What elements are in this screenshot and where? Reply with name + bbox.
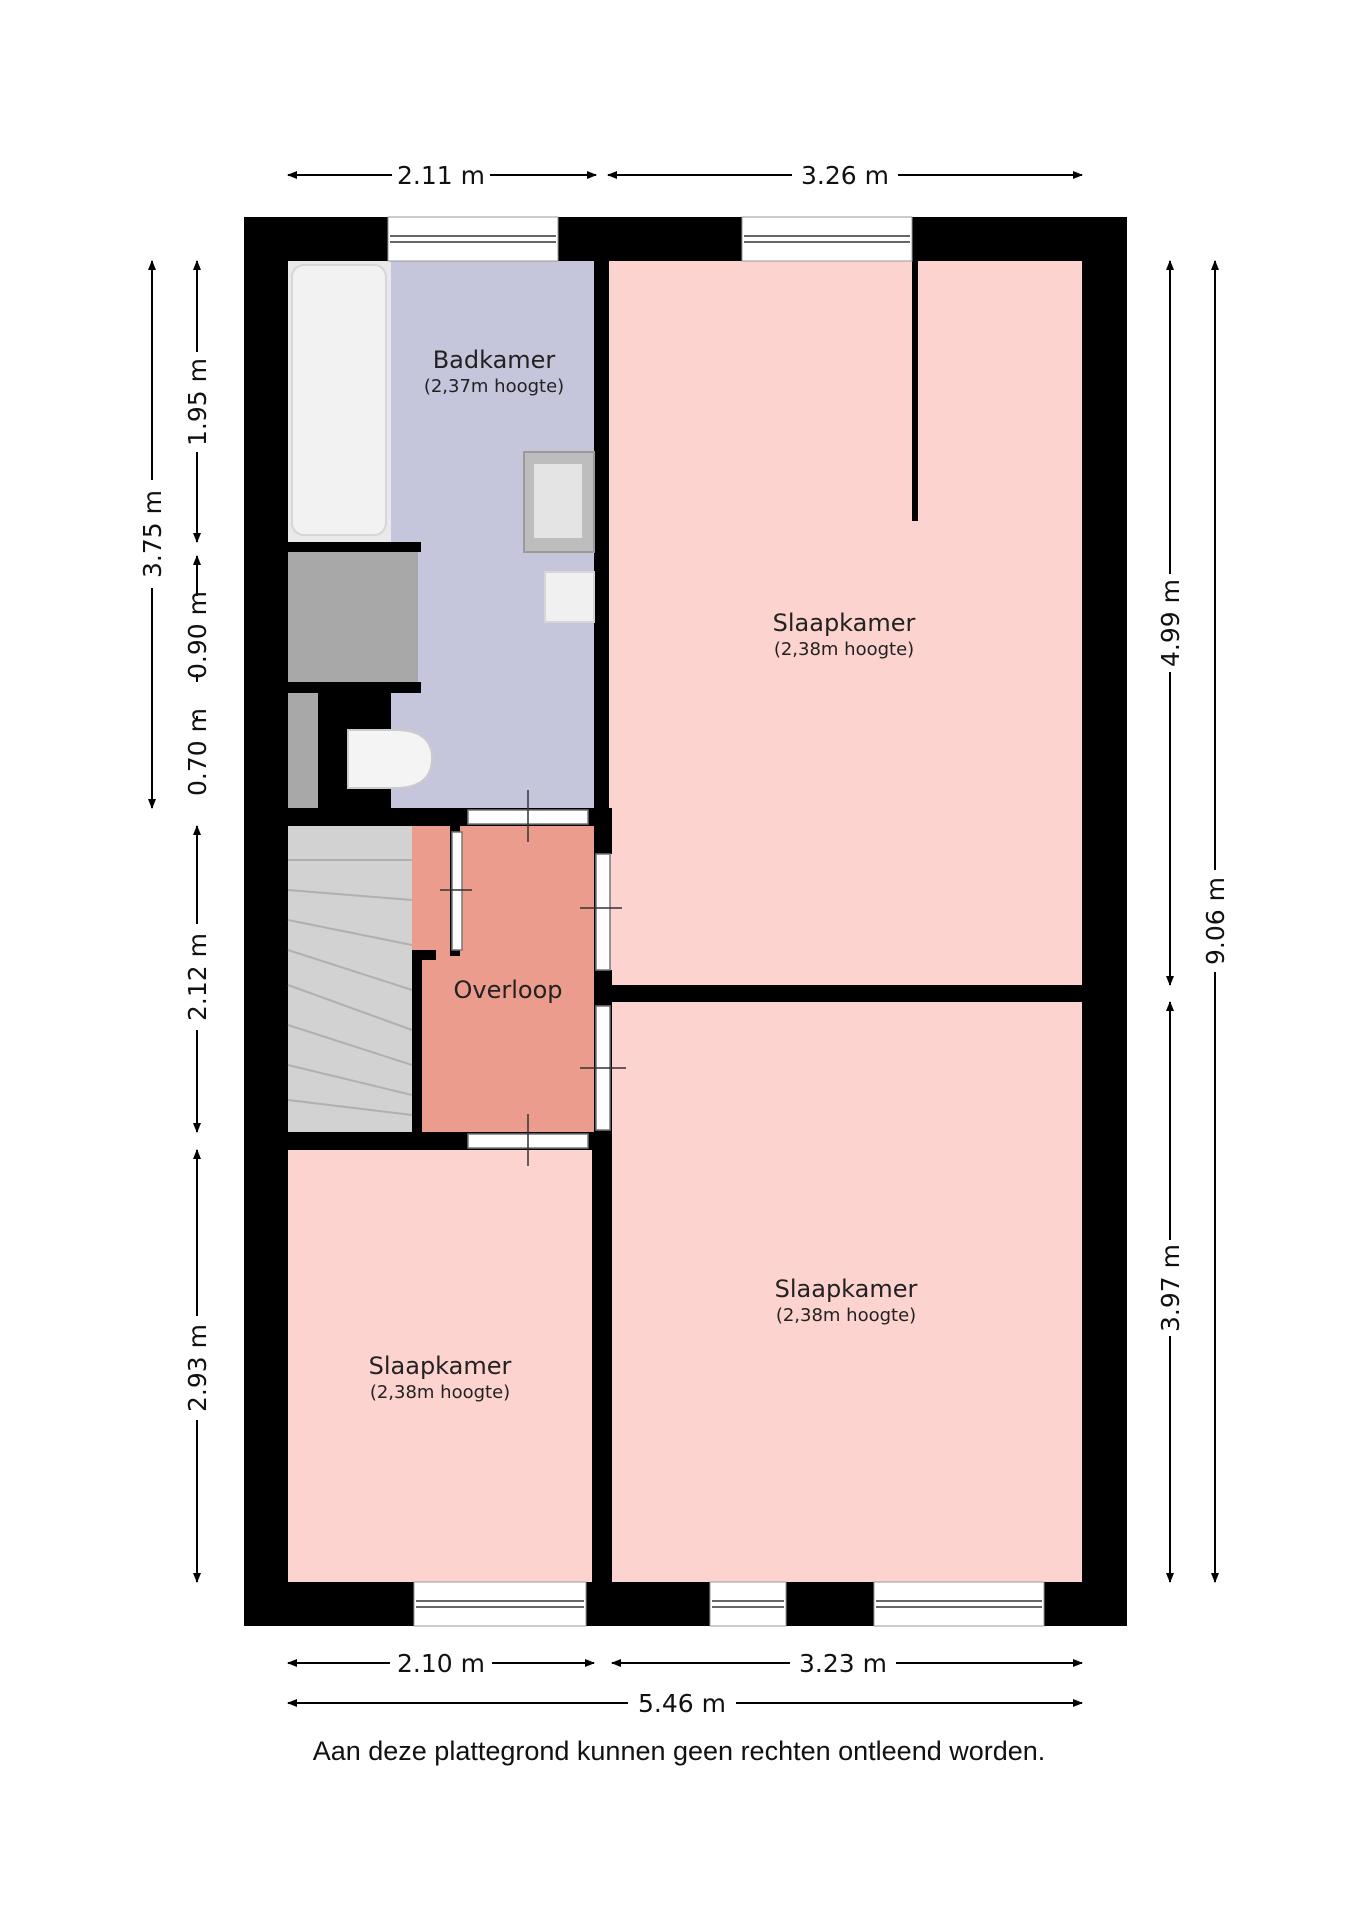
bedroom-bottom-right-height: (2,38m hoogte) (776, 1305, 916, 1326)
door-markers (440, 790, 626, 1166)
stairs (288, 826, 412, 1132)
dim-bottom-right: 3.23 m (799, 1649, 887, 1678)
window-glass-lines (390, 235, 1042, 1608)
dim-left-4: 2.12 m (183, 933, 212, 1021)
toilet (347, 729, 434, 789)
dim-bottom-total: 5.46 m (638, 1689, 726, 1718)
bedroom-bottom-left-height: (2,38m hoogte) (370, 1382, 510, 1403)
bathroom-name: Badkamer (433, 346, 556, 374)
disclaimer: Aan deze plattegrond kunnen geen rechten… (312, 1736, 1046, 1766)
windows (387, 216, 1045, 1627)
doors (451, 809, 611, 1149)
dim-left-1: 1.95 m (183, 358, 212, 446)
bathroom-height: (2,37m hoogte) (424, 376, 564, 397)
bedroom-bottom-left-name: Slaapkamer (369, 1352, 512, 1380)
cabinet (544, 571, 595, 623)
bedroom-bottom-left-floor (288, 1150, 592, 1582)
dim-left-3: 0.70 m (183, 708, 212, 796)
dim-left-5: 2.93 m (183, 1324, 212, 1412)
dim-top-right: 3.26 m (801, 161, 889, 190)
bedroom-bottom-right-floor (612, 1002, 1082, 1582)
landing-name: Overloop (454, 976, 563, 1004)
shower-area (288, 552, 418, 682)
dim-right-outer: 9.06 m (1201, 877, 1230, 965)
dim-right-inner-bottom: 3.97 m (1156, 1244, 1185, 1332)
dim-bottom-left: 2.10 m (397, 1649, 485, 1678)
toilet-nook (288, 693, 318, 808)
dim-top-left: 2.11 m (397, 161, 485, 190)
landing-floor (412, 826, 594, 1132)
dim-right-inner-top: 4.99 m (1156, 579, 1185, 667)
sink-basin (534, 464, 582, 538)
dimension-lines (148, 171, 1219, 1707)
bedroom-top-right-floor (609, 261, 1082, 985)
bedroom-top-right-height: (2,38m hoogte) (774, 639, 914, 660)
dim-left-2: 0.90 m (183, 591, 212, 679)
stair-steps (287, 859, 413, 1116)
dim-left-outer: 3.75 m (138, 490, 167, 578)
bedroom-top-right-name: Slaapkamer (773, 609, 916, 637)
bedroom-bottom-right-name: Slaapkamer (775, 1275, 918, 1303)
bathtub (291, 264, 387, 536)
